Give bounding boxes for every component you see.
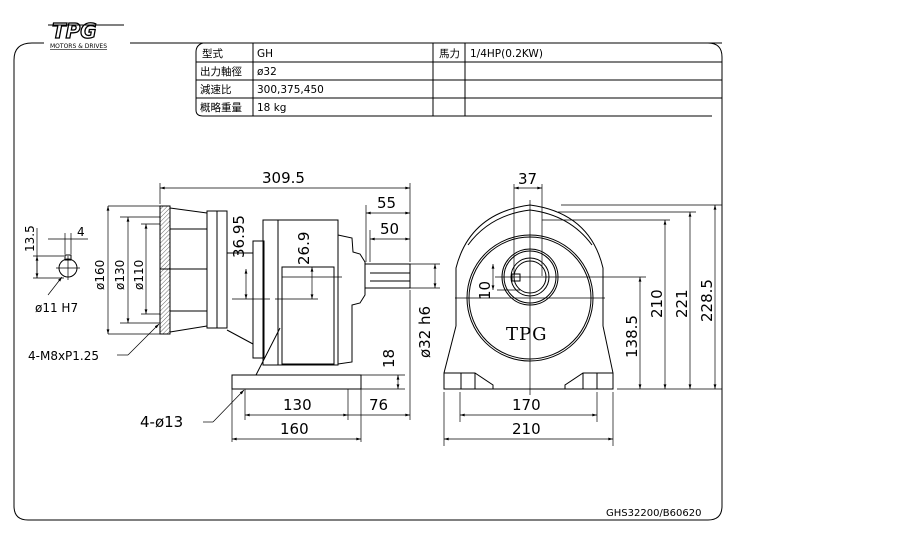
spec-label-weight: 概略重量 (200, 101, 242, 114)
dim-shaft-dia: ø32 h6 (416, 306, 434, 358)
dim-key-37: 37 (518, 170, 537, 188)
dim-height-228-5: 228.5 (698, 279, 716, 322)
dim-center-height: 138.5 (623, 315, 641, 358)
logo-brand: TPG (52, 19, 97, 43)
dim-offset-36-95: 36.95 (230, 215, 248, 258)
spec-value-shaft: ø32 (257, 66, 277, 78)
side-view: 309.5 55 50 36.95 26.9 ø160 ø130 ø110 ø3… (28, 169, 440, 442)
drawing-frame (13, 42, 723, 521)
dim-shaft-55: 55 (377, 194, 396, 212)
housing-brand-text: TPG (506, 324, 548, 345)
dim-base-130: 130 (283, 396, 312, 414)
dim-base-210: 210 (512, 420, 541, 438)
spec-value-power: 1/4HP(0.2KW) (470, 48, 543, 60)
spec-label-shaft: 出力軸徑 (200, 65, 242, 78)
dim-offset-26-9: 26.9 (295, 232, 313, 265)
dim-bore: ø11 H7 (35, 301, 78, 315)
dim-base-160: 160 (280, 420, 309, 438)
dim-height-18: 18 (380, 349, 398, 368)
spec-label-power: 馬力 (439, 47, 460, 60)
dim-height-210: 210 (648, 289, 666, 318)
dim-key-height: 13.5 (23, 225, 37, 252)
spec-label-ratio: 減速比 (200, 83, 232, 96)
dim-76: 76 (369, 396, 388, 414)
dim-key-10: 10 (476, 281, 494, 300)
tpg-logo: TPG MOTORS & DRIVES (48, 18, 124, 50)
label-bolt-holes: 4-ø13 (140, 413, 183, 431)
dim-shaft-50: 50 (380, 220, 399, 238)
label-flange-taps: 4-M8xP1.25 (28, 349, 99, 363)
spec-value-ratio: 300,375,450 (257, 84, 324, 96)
spec-value-model: GH (257, 48, 273, 60)
front-view: 37 10 138.5 210 221 228.5 170 210 TPG (443, 170, 722, 446)
dim-overall-length: 309.5 (262, 169, 305, 187)
logo-tagline: MOTORS & DRIVES (50, 43, 107, 50)
spec-value-weight: 18 kg (257, 102, 286, 114)
dim-base-170: 170 (512, 396, 541, 414)
dim-height-221: 221 (673, 289, 691, 318)
spec-table: 型式 GH 出力軸徑 ø32 減速比 300,375,450 概略重量 18 k… (195, 42, 722, 117)
input-bore-detail: 13.5 4 ø11 H7 (23, 225, 88, 315)
dim-dia-110: ø110 (132, 260, 146, 290)
dim-dia-160: ø160 (93, 260, 107, 290)
dim-dia-130: ø130 (113, 260, 127, 290)
spec-label-model: 型式 (202, 47, 223, 60)
drawing-code: GHS32200/B60620 (606, 508, 701, 519)
dim-key-width: 4 (77, 225, 85, 239)
